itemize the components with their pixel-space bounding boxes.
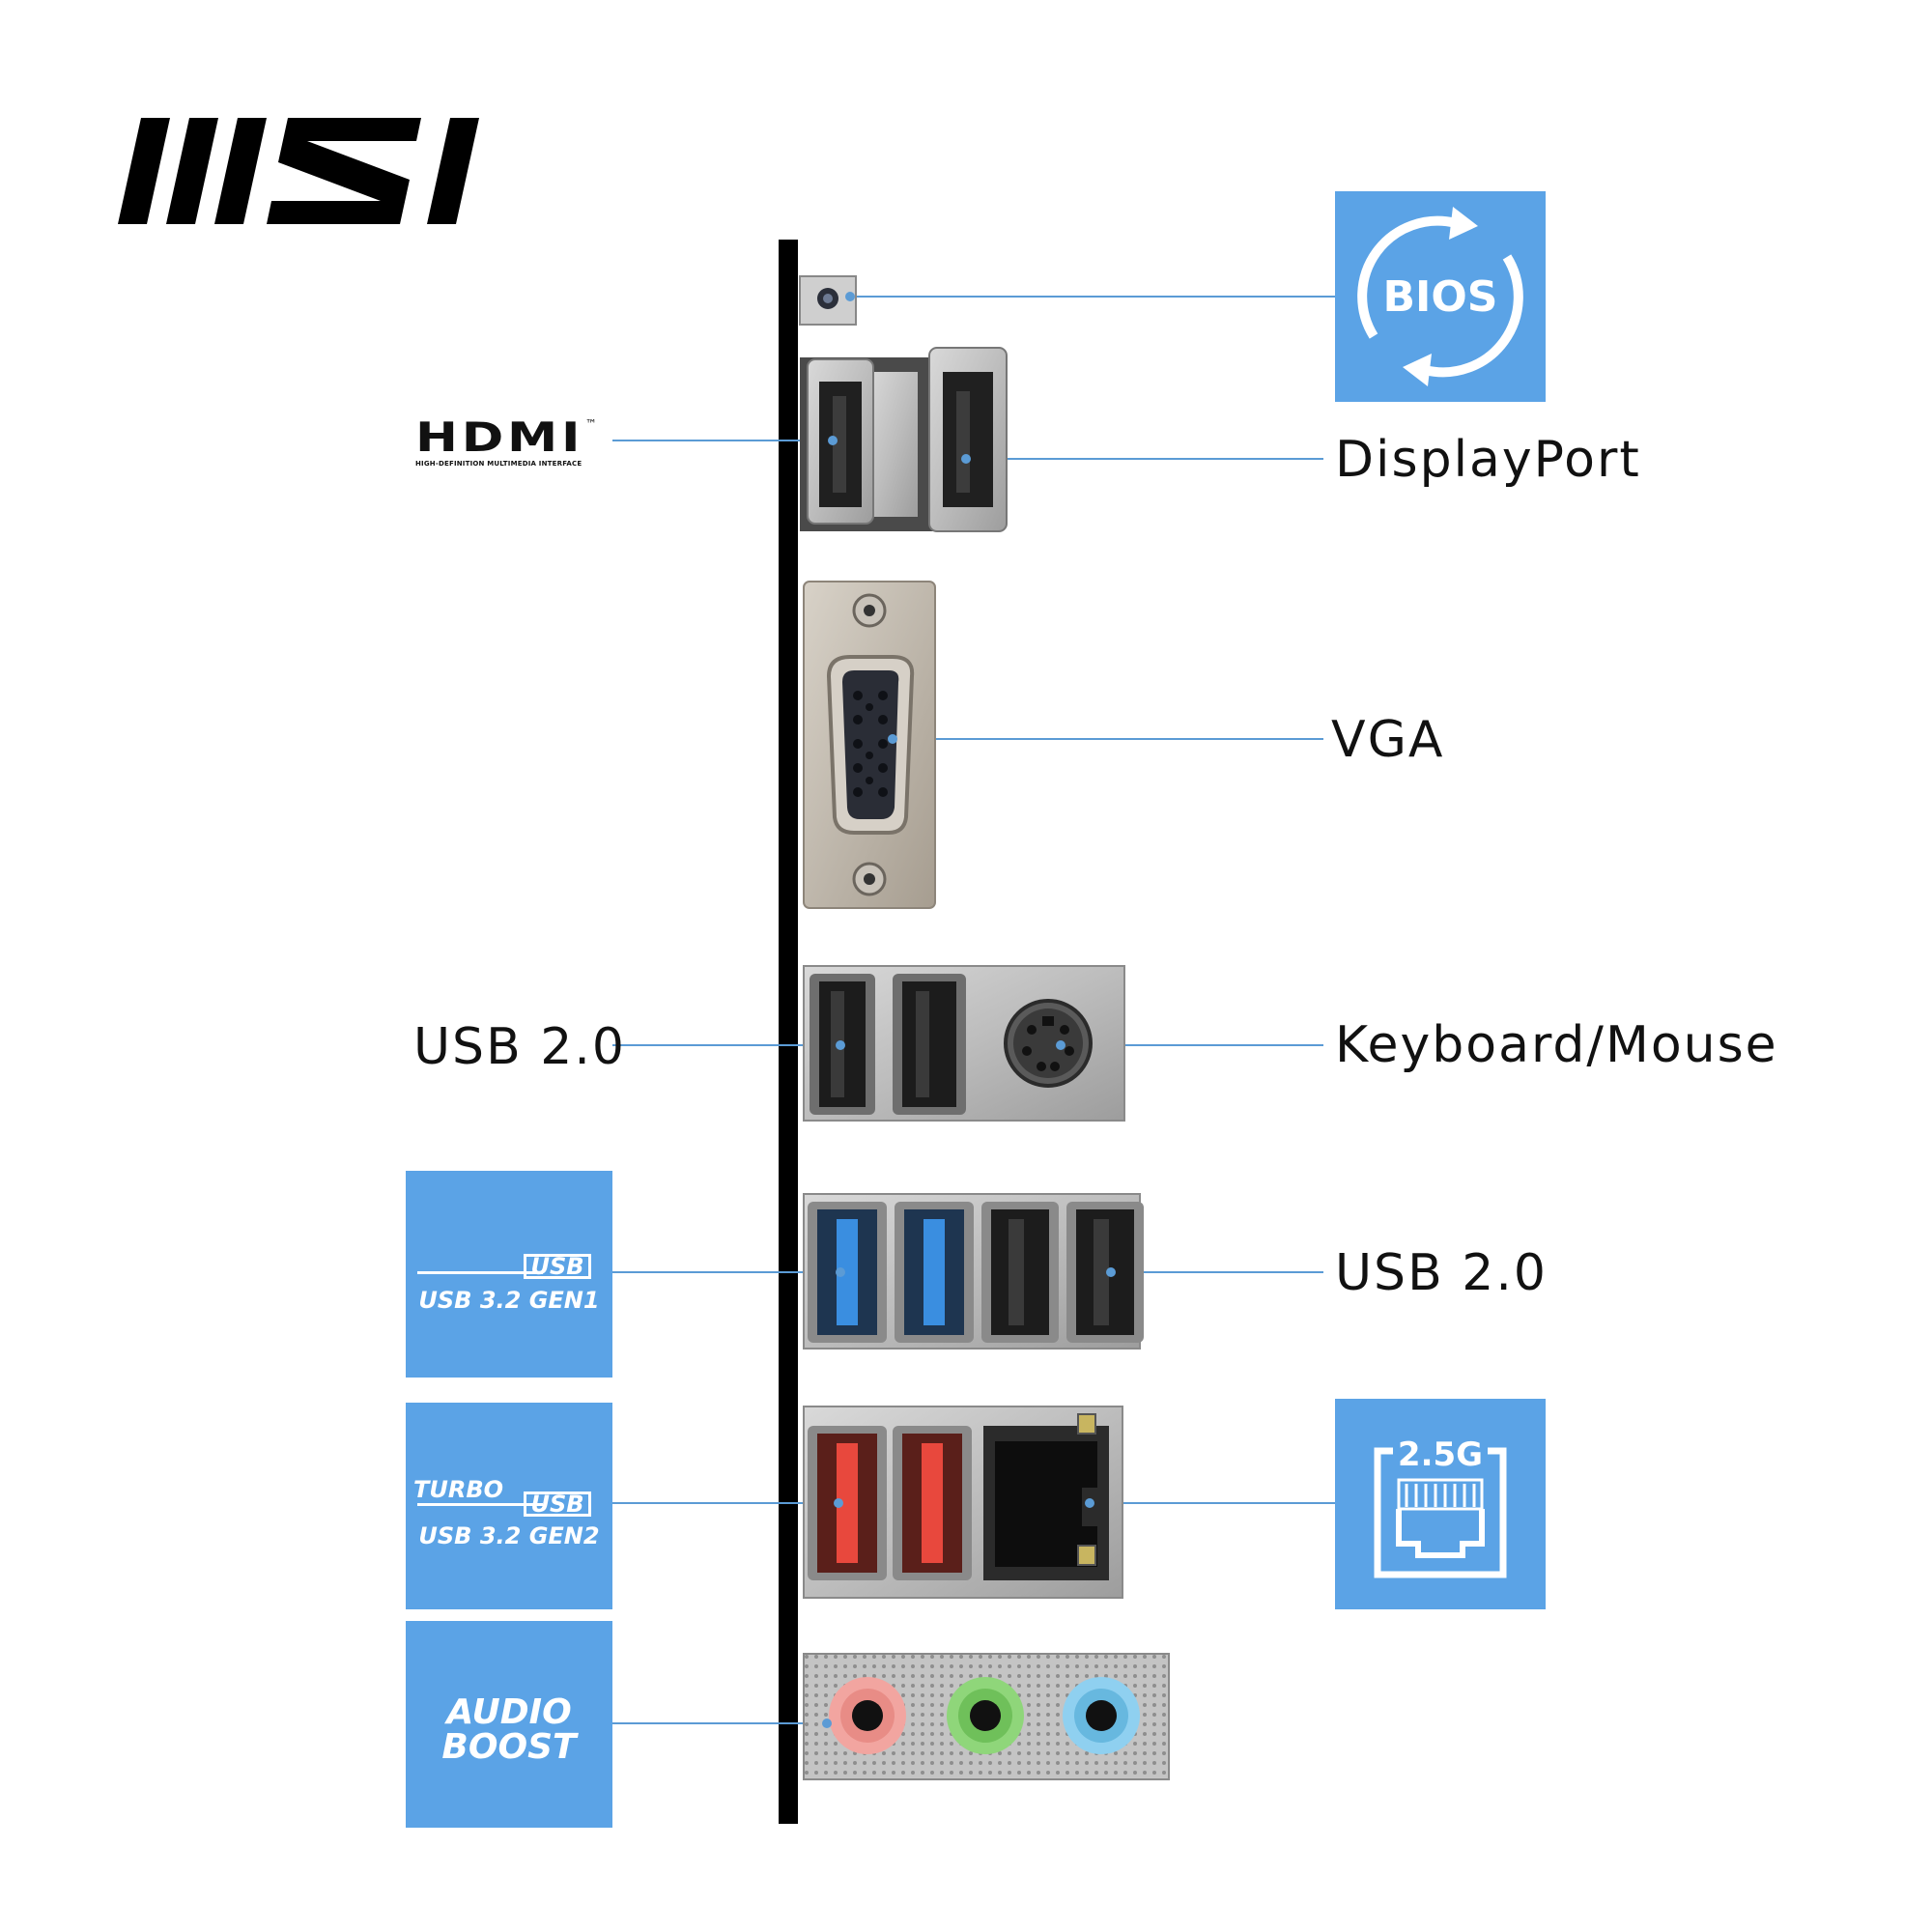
hdmi-logo-text: HDMI: [415, 413, 584, 461]
hdmi-subtitle: HIGH-DEFINITION MULTIMEDIA INTERFACE: [415, 460, 582, 468]
usb32-gen1-port-1[interactable]: [808, 1202, 887, 1343]
hdmi-logo: HDMI ™ HIGH-DEFINITION MULTIMEDIA INTERF…: [415, 417, 609, 475]
bios-badge: BIOS: [1335, 191, 1546, 402]
lan-rj45-port[interactable]: [983, 1413, 1109, 1580]
keyboard-mouse-label: Keyboard/Mouse: [1335, 1016, 1778, 1074]
usb32-gen2-port-2[interactable]: [893, 1426, 972, 1580]
usb32-gen2-port-1[interactable]: [808, 1426, 887, 1580]
usb20-port-left-2[interactable]: [893, 974, 966, 1115]
hdmi-displayport-block: [800, 347, 1008, 532]
usb20-port-right-2[interactable]: [1066, 1202, 1144, 1343]
bios-flashback-button[interactable]: [799, 275, 857, 326]
leader-dots: [822, 292, 1116, 1728]
ps2-keyboard-mouse-port[interactable]: [1004, 999, 1093, 1088]
refresh-arrows-icon: [1357, 207, 1523, 386]
bios-label: BIOS: [1382, 272, 1498, 322]
lan-2.5g-badge: 2.5G: [1335, 1399, 1546, 1609]
usb-gen2-logo-label: USB: [524, 1492, 591, 1517]
audio-label-line1: AUDIO: [446, 1692, 572, 1732]
usb-logo-line: [417, 1271, 543, 1274]
lan-speed-label: 2.5G: [1393, 1435, 1488, 1474]
usb-gen2-logo-line: [417, 1503, 543, 1506]
usb-gen1-logo-label: USB: [524, 1254, 591, 1279]
audio-jack-pink[interactable]: [829, 1677, 906, 1754]
usb20-right-label: USB 2.0: [1335, 1244, 1548, 1302]
displayport-port[interactable]: [928, 347, 1008, 532]
vga-port[interactable]: [803, 581, 936, 909]
audio-boost-badge: AUDIO BOOST: [406, 1621, 612, 1828]
usb32-gen1-badge: USB USB 3.2 GEN1: [406, 1171, 612, 1378]
usb32-gen2-badge: TURBO USB USB 3.2 GEN2: [406, 1403, 612, 1609]
audio-jack-blue[interactable]: [1063, 1677, 1140, 1754]
turbo-label: TURBO: [413, 1476, 504, 1503]
audio-jack-green[interactable]: [947, 1677, 1024, 1754]
io-panel-edge: [779, 240, 798, 1824]
usb-gen1-label: USB 3.2 GEN1: [418, 1287, 600, 1314]
hdmi-trademark: ™: [585, 417, 597, 431]
usb-gen2-lan-block: [803, 1406, 1123, 1599]
displayport-label: DisplayPort: [1335, 431, 1641, 489]
audio-jack-block: [803, 1653, 1170, 1780]
hdmi-port[interactable]: [807, 358, 874, 525]
usb20-left-label: USB 2.0: [413, 1018, 626, 1076]
usb20-port-right-1[interactable]: [981, 1202, 1059, 1343]
usb20-ps2-block: [803, 965, 1125, 1122]
usb32-gen1-port-2[interactable]: [895, 1202, 974, 1343]
usb-gen2-label: USB 3.2 GEN2: [418, 1522, 600, 1549]
audio-label-line2: BOOST: [441, 1727, 577, 1767]
vga-label: VGA: [1331, 711, 1445, 769]
usb-gen1-usb20-block: [803, 1193, 1144, 1350]
msi-logo: [118, 118, 479, 224]
ethernet-port-icon: [1374, 1447, 1507, 1578]
